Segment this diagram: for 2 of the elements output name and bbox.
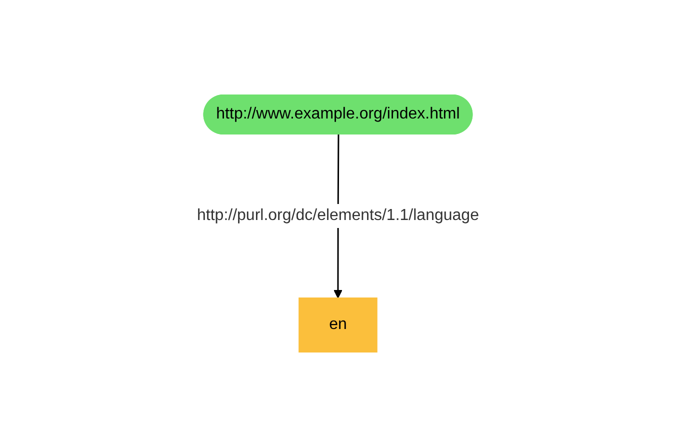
edge-label: http://purl.org/dc/elements/1.1/language bbox=[197, 206, 479, 224]
node-box: en bbox=[298, 297, 378, 352]
